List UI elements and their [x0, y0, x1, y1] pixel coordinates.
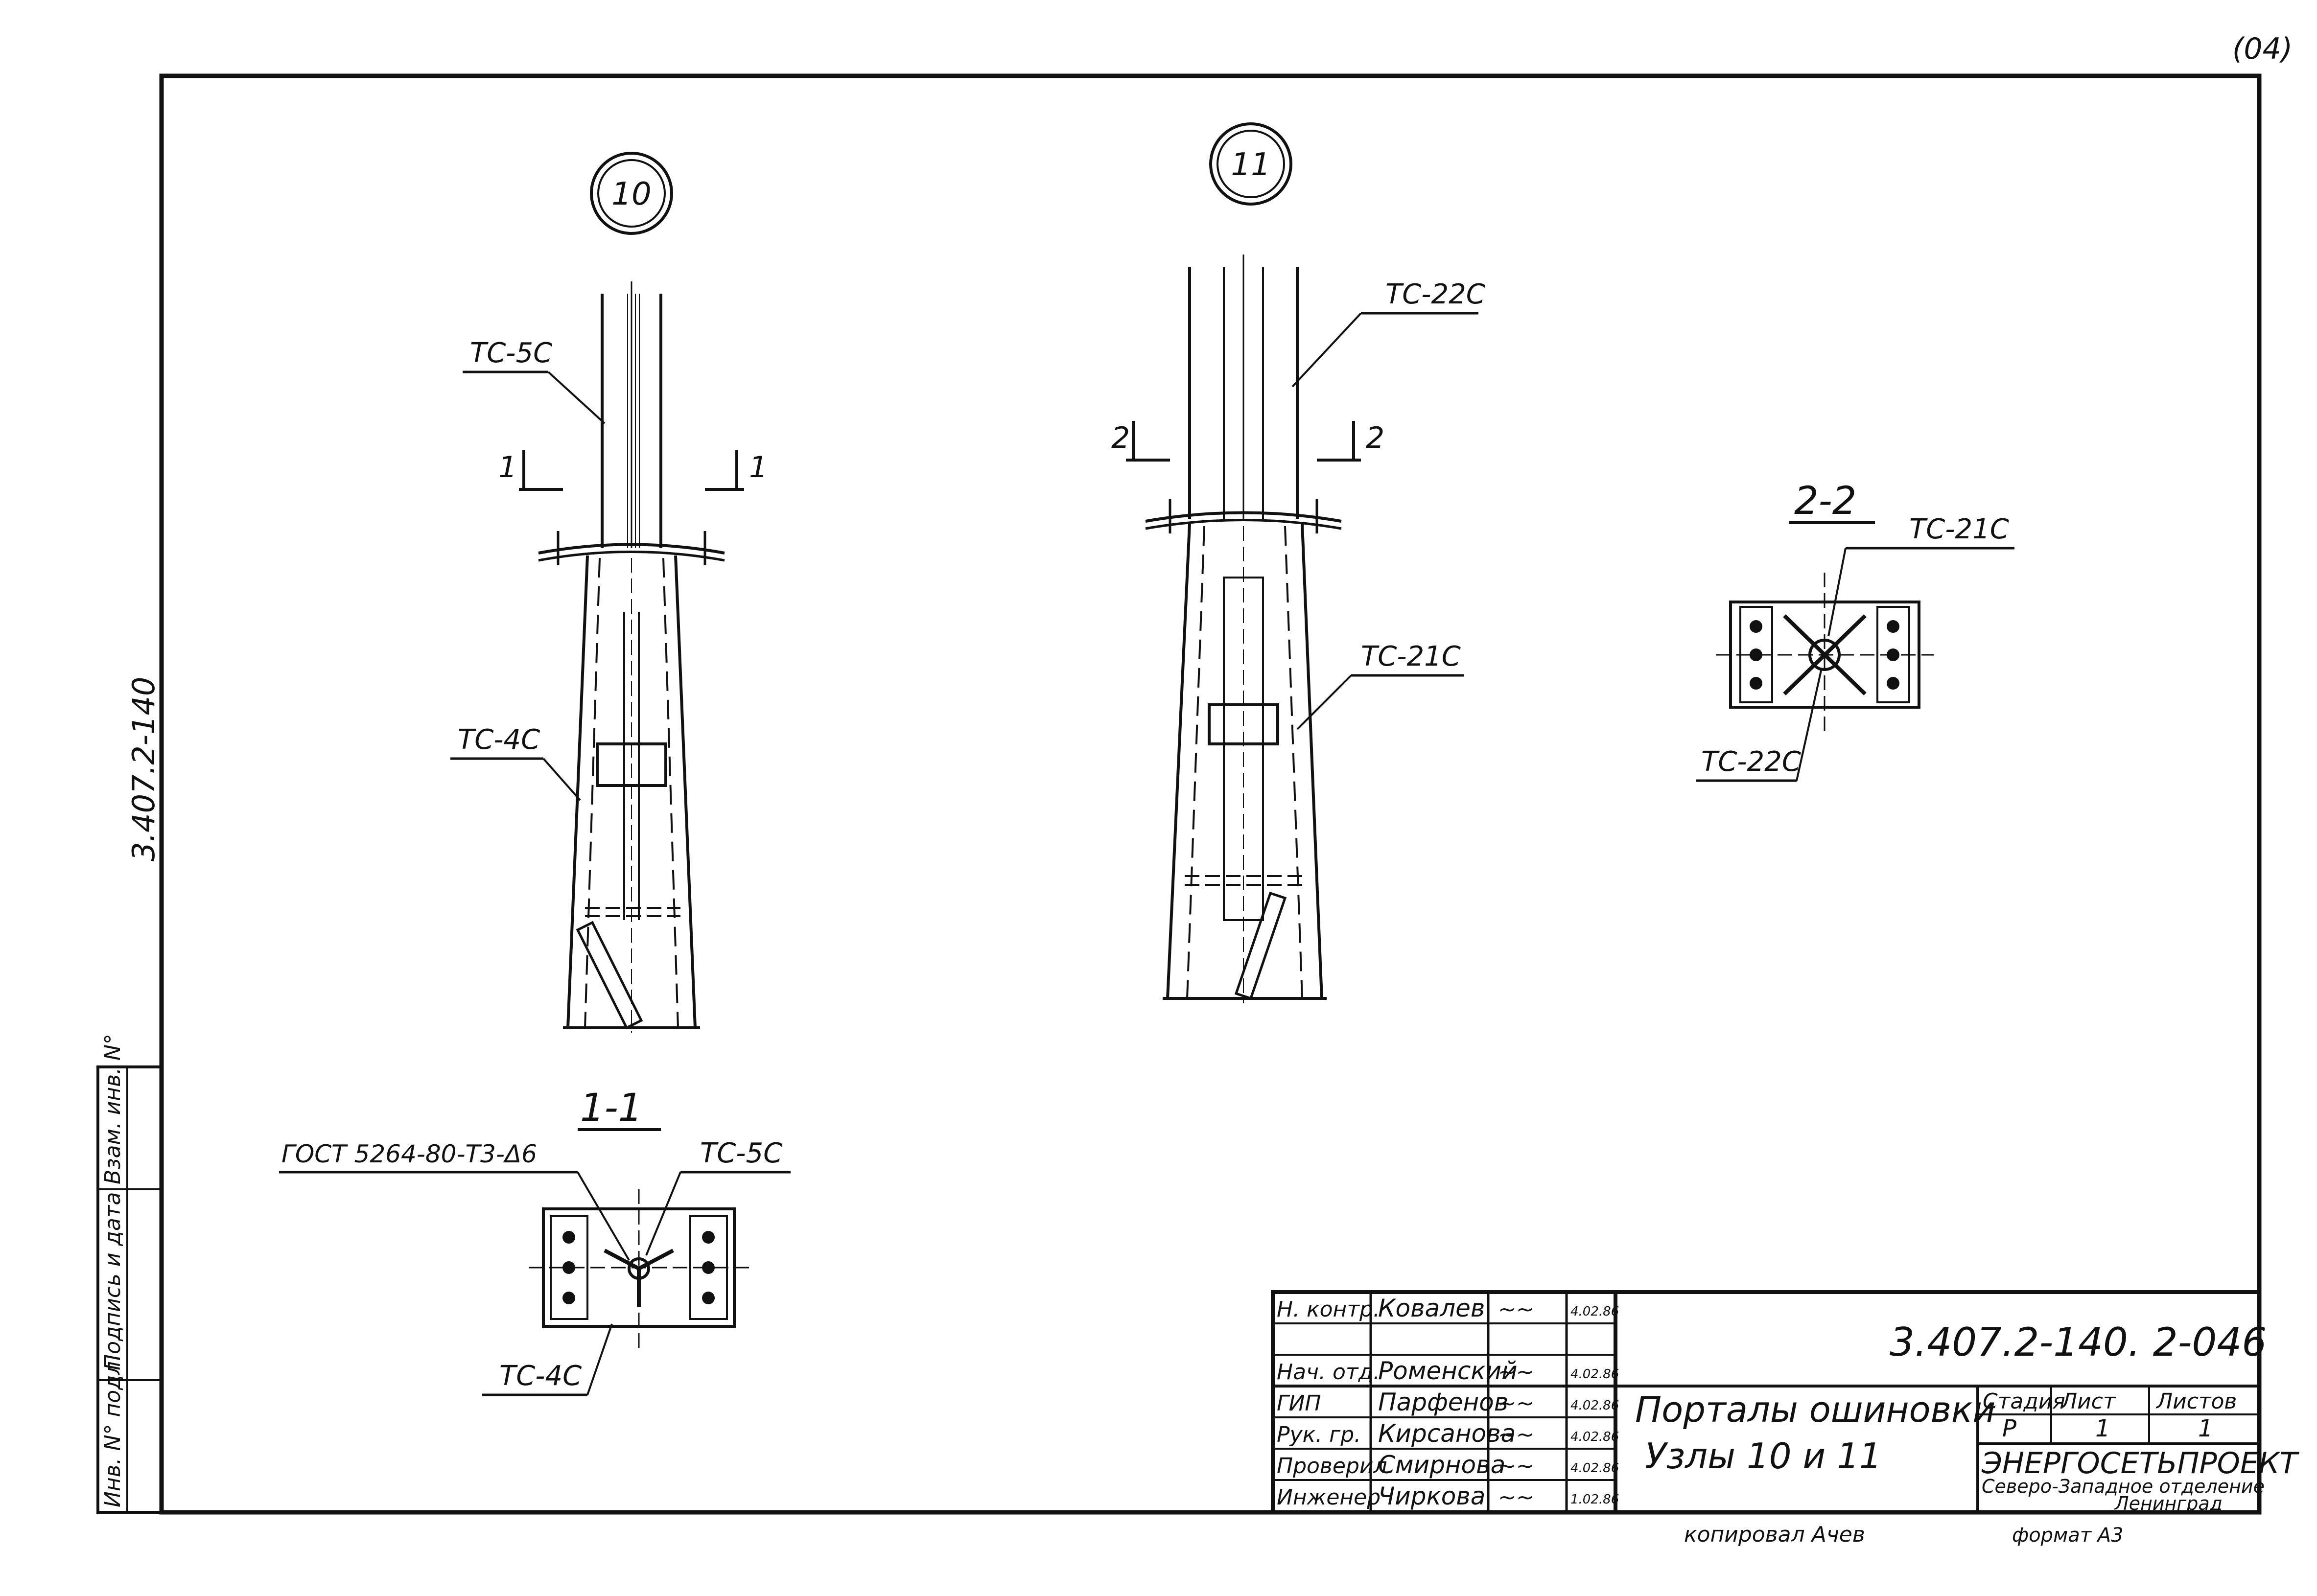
node-10-label-lower: ТС-4С	[458, 724, 540, 756]
row-3-sign: ~~	[1498, 1391, 1534, 1416]
stage-header: Стадия	[1983, 1389, 2065, 1414]
row-3-role: ГИП	[1277, 1391, 1321, 1416]
org-branch: Северо-Западное отделение	[1982, 1476, 2265, 1497]
node-10-number: 10	[611, 176, 651, 212]
left-stamp: Инв. N° подл. Подпись и дата Взам. инв. …	[96, 1034, 163, 1514]
row-0-role: Н. контр.	[1277, 1297, 1380, 1322]
row-6-sign: ~~	[1498, 1485, 1534, 1510]
row-4-date: 4.02.86	[1570, 1430, 1619, 1444]
row-5-date: 4.02.86	[1570, 1461, 1619, 1476]
cut-mark-1-right: 1	[749, 450, 768, 485]
org-name: ЭНЕРГОСЕТЬПРОЕКТ	[1981, 1446, 2299, 1480]
row-2-sign: ~~	[1498, 1360, 1534, 1385]
doc-code: 3.407.2-140. 2-046	[1890, 1319, 2267, 1365]
section-2-2-title: 2-2	[1794, 479, 1856, 523]
row-0-name: Ковалев	[1378, 1294, 1485, 1322]
footer-copied-by: копировал Ачев	[1684, 1522, 1865, 1547]
node-11: 11 2 2 ТС-22С	[1111, 122, 1485, 1003]
row-2-date: 4.02.86	[1570, 1367, 1619, 1382]
cut-mark-1-left: 1	[498, 450, 517, 485]
row-2-role: Нач. отд.	[1277, 1360, 1380, 1385]
node-10-label-upper: ТС-5С	[470, 337, 552, 369]
row-3-date: 4.02.86	[1570, 1398, 1619, 1413]
corner-sheet-mark: (04)	[2232, 32, 2293, 66]
row-4-name: Кирсанова	[1378, 1419, 1516, 1448]
node-11-label-upper: ТС-22С	[1385, 278, 1485, 310]
sheets-header: Листов	[2155, 1389, 2237, 1414]
sheet-frame	[159, 73, 2262, 1515]
side-doc-code: 3.407.2-140	[126, 677, 162, 861]
section-2-2-label-bottom: ТС-22С	[1701, 746, 1801, 778]
node-11-number: 11	[1231, 147, 1270, 183]
description-line1: Порталы ошиновки	[1635, 1389, 1995, 1430]
org-city: Ленинград	[2114, 1493, 2223, 1514]
section-1-1-title: 1-1	[580, 1086, 642, 1130]
description-line2: Узлы 10 и 11	[1645, 1435, 1882, 1477]
section-2-2: 2-2 ТС-21С ТС-22С	[1696, 479, 2014, 782]
sheets-value: 1	[2198, 1415, 2213, 1442]
cut-mark-2-left: 2	[1111, 421, 1130, 455]
row-5-sign: ~~	[1498, 1454, 1534, 1479]
row-0-date: 4.02.86	[1570, 1304, 1619, 1319]
node-10: 10 1 1 ТС-5С	[450, 152, 768, 1033]
row-6-role: Инженер	[1277, 1485, 1381, 1510]
sheet-value: 1	[2095, 1415, 2110, 1442]
stamp-sign-date: Подпись и дата	[100, 1192, 125, 1370]
row-2-name: Роменский	[1378, 1357, 1518, 1385]
stamp-inv-number: Инв. N° подл.	[100, 1354, 125, 1507]
section-1-1-label-right: ТС-5С	[700, 1137, 782, 1169]
stamp-replace-inv: Взам. инв. N°	[100, 1034, 125, 1184]
cut-mark-2-right: 2	[1366, 421, 1384, 455]
row-6-name: Чиркова	[1378, 1482, 1485, 1510]
stage-value: Р	[2002, 1415, 2016, 1442]
node-11-label-lower: ТС-21С	[1361, 641, 1461, 672]
row-5-name: Смирнова	[1378, 1451, 1505, 1479]
row-4-sign: ~~	[1498, 1422, 1534, 1447]
row-5-role: Проверил	[1277, 1454, 1387, 1479]
row-4-role: Рук. гр.	[1277, 1422, 1361, 1447]
section-1-1-label-gost: ГОСТ 5264-80-Т3-Δ6	[281, 1140, 537, 1168]
section-2-2-label-top: ТС-21С	[1909, 513, 2009, 545]
sheet-header: Лист	[2060, 1389, 2116, 1414]
section-1-1: 1-1 ГОСТ 5264-80-Т3-Δ6 ТС-5С ТС-4С	[279, 1086, 791, 1396]
row-0-sign: ~~	[1498, 1297, 1534, 1322]
row-6-date: 1.02.86	[1570, 1492, 1619, 1507]
title-block: Н. контр. Ковалев ~~ 4.02.86 Нач. отд. Р…	[1271, 1290, 2299, 1514]
footer-format: формат А3	[2012, 1524, 2124, 1547]
row-3-name: Парфенов	[1378, 1388, 1508, 1416]
section-1-1-label-bottom: ТС-4С	[499, 1360, 582, 1392]
